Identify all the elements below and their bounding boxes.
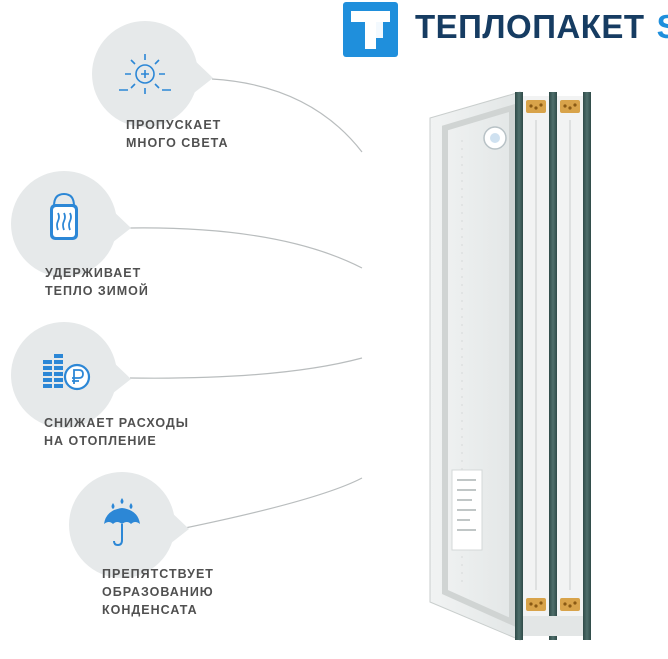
feature-2-line-1: УДЕРЖИВАЕТ (45, 266, 142, 280)
feature-4-line-3: КОНДЕНСАТА (102, 603, 198, 617)
brand-name: ТЕПЛОПАКЕТ S (415, 8, 668, 46)
feature-label-1: ПРОПУСКАЕТ МНОГО СВЕТА (126, 116, 229, 152)
ruble-savings-icon (43, 354, 91, 391)
connector-line-1 (211, 78, 363, 153)
umbrella-rain-icon (104, 498, 140, 547)
feature-3-line-1: СНИЖАЕТ РАСХОДЫ (44, 416, 190, 430)
feature-3-line-2: НА ОТОПЛЕНИЕ (44, 434, 157, 448)
connector-line-2 (129, 227, 363, 269)
feature-bubble-3 (11, 322, 131, 428)
feature-2-line-2: ТЕПЛО ЗИМОЙ (45, 284, 149, 298)
feature-label-2: УДЕРЖИВАЕТ ТЕПЛО ЗИМОЙ (45, 264, 149, 300)
brand-name-text: ТЕПЛОПАКЕТ (415, 8, 645, 45)
sun-icon (119, 54, 171, 94)
brand-suffix: S (657, 8, 668, 45)
brand-logo: ТЕПЛОПАКЕТ S (343, 2, 668, 57)
feature-4-line-1: ПРЕПЯТСТВУЕТ (102, 567, 214, 581)
feature-bubble-1 (92, 21, 213, 127)
brand-mark-icon (343, 2, 398, 57)
feature-1-line-2: МНОГО СВЕТА (126, 136, 229, 150)
feature-label-4: ПРЕПЯТСТВУЕТ ОБРАЗОВАНИЮ КОНДЕНСАТА (102, 565, 214, 619)
feature-4-line-2: ОБРАЗОВАНИЮ (102, 585, 214, 599)
feature-label-3: СНИЖАЕТ РАСХОДЫ НА ОТОПЛЕНИЕ (44, 414, 189, 450)
connector-line-3 (129, 357, 363, 379)
warm-bag-icon (50, 192, 78, 240)
feature-bubble-4 (69, 472, 189, 578)
connector-line-4 (184, 477, 363, 529)
glass-unit-illustration (429, 91, 591, 641)
feature-1-line-1: ПРОПУСКАЕТ (126, 118, 222, 132)
